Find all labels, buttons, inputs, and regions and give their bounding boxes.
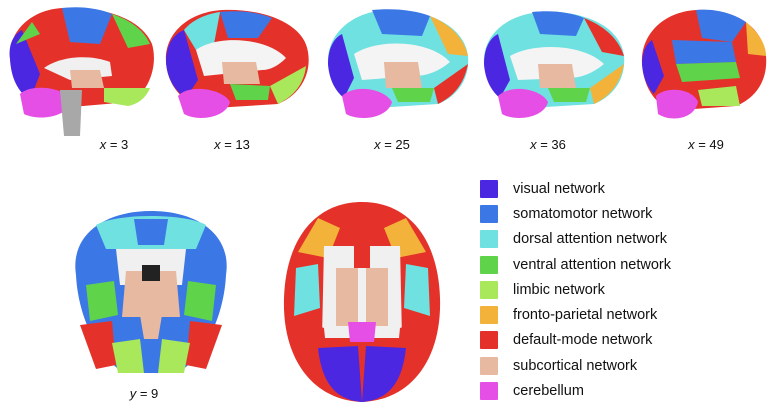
- brain-axial-image: [283, 202, 441, 402]
- legend-label-fronto-parietal: fronto-parietal network: [513, 307, 658, 324]
- axial-slice: [278, 198, 446, 403]
- sagittal-slice-1: [0, 4, 156, 136]
- sagittal-slice-3: [318, 4, 474, 136]
- brain-coronal-image: [75, 211, 227, 373]
- legend-label-ventral-attention: ventral attention network: [513, 256, 671, 273]
- legend-swatch-default-mode: [480, 331, 498, 350]
- legend-label-somatomotor: somatomotor network: [513, 205, 653, 222]
- slice-label-x3: x = 3: [99, 137, 129, 152]
- slice-label-x36: x = 36: [530, 137, 566, 152]
- legend-item-cerebellum: cerebellum: [480, 378, 671, 403]
- coronal-slice: [56, 205, 246, 380]
- sagittal-slice-4: [476, 4, 632, 136]
- slice-label-y9: y = 9: [129, 386, 159, 401]
- legend-item-dorsal-attention: dorsal attention network: [480, 227, 671, 252]
- legend-item-subcortical: subcortical network: [480, 353, 671, 378]
- brain-sagittal-image-4: [483, 11, 625, 118]
- brain-sagittal-image-2: [165, 9, 309, 118]
- legend-item-visual: visual network: [480, 176, 671, 201]
- legend-label-dorsal-attention: dorsal attention network: [513, 231, 667, 248]
- legend-swatch-fronto-parietal: [480, 306, 498, 325]
- slice-label-x49: x = 49: [688, 137, 724, 152]
- sagittal-slice-5: [636, 6, 768, 136]
- legend-label-subcortical: subcortical network: [513, 357, 638, 374]
- legend-swatch-ventral-attention: [480, 255, 498, 274]
- slice-label-x25: x = 25: [374, 137, 410, 152]
- legend-label-default-mode: default-mode network: [513, 332, 653, 349]
- legend-swatch-somatomotor: [480, 204, 498, 223]
- legend-swatch-visual: [480, 179, 498, 198]
- legend-item-ventral-attention: ventral attention network: [480, 252, 671, 277]
- legend-item-limbic: limbic network: [480, 277, 671, 302]
- legend-item-somatomotor: somatomotor network: [480, 201, 671, 226]
- brain-sagittal-image-1: [9, 7, 154, 136]
- sagittal-slice-2: [158, 4, 314, 136]
- slice-label-x13: x = 13: [214, 137, 250, 152]
- legend-label-visual: visual network: [513, 180, 605, 197]
- legend-label-limbic: limbic network: [513, 281, 605, 298]
- brain-sagittal-image-3: [327, 9, 469, 118]
- legend-swatch-subcortical: [480, 356, 498, 375]
- legend-item-fronto-parietal: fronto-parietal network: [480, 302, 671, 327]
- legend-swatch-dorsal-attention: [480, 230, 498, 249]
- legend-swatch-cerebellum: [480, 382, 498, 401]
- legend-item-default-mode: default-mode network: [480, 328, 671, 353]
- legend-swatch-limbic: [480, 280, 498, 299]
- legend-label-cerebellum: cerebellum: [513, 383, 584, 400]
- network-legend: visual network somatomotor network dorsa…: [480, 176, 671, 404]
- brain-sagittal-image-5: [641, 9, 767, 119]
